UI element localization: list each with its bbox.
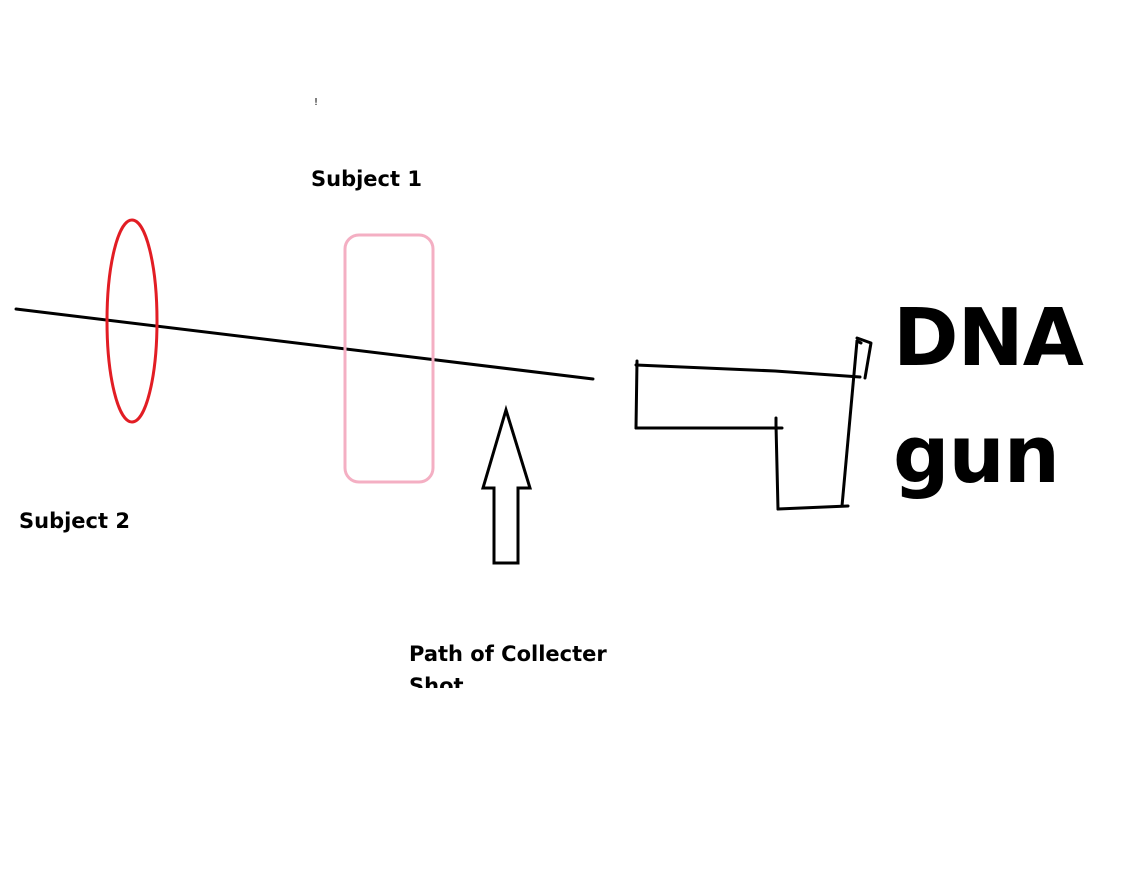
- shot-path-line: [14, 307, 595, 381]
- subject1-shape: [343, 233, 435, 484]
- dna-gun-title: DNA gun: [893, 280, 1084, 514]
- stray-mark: !: [314, 97, 319, 108]
- dna-gun-title-line2: gun: [893, 409, 1060, 501]
- dna-gun-title-line1: DNA: [893, 292, 1084, 384]
- subject2-label: Subject 2: [19, 509, 130, 533]
- subject2-shape: [105, 218, 159, 424]
- subject1-label: Subject 1: [311, 167, 422, 191]
- up-arrow-icon: [480, 404, 533, 565]
- path-label: Path of Collecter Shot: [409, 642, 607, 688]
- dna-gun-icon: [634, 336, 873, 511]
